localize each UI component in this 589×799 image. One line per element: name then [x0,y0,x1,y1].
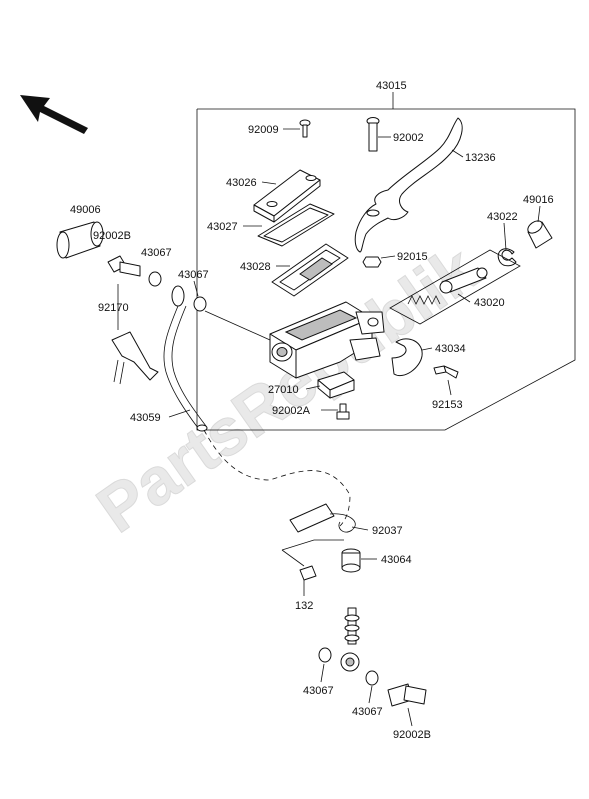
label-92015: 92015 [397,251,428,263]
label-43026: 43026 [226,177,257,189]
label-43027: 43027 [207,221,238,233]
boot-49016 [527,220,553,249]
screw-92009 [299,119,311,138]
lever-13236 [354,117,463,253]
reservoir-cap-43026 [253,169,321,223]
label-43067-low1: 43067 [303,685,334,697]
bolt-132 [299,565,317,581]
label-92170: 92170 [98,302,129,314]
label-92002B-low: 92002B [393,729,431,741]
label-92037: 92037 [372,525,403,537]
master-cylinder-body [269,301,385,379]
pin-92002 [366,117,380,152]
bolt-92002B-low [387,683,427,707]
label-13236: 13236 [465,152,496,164]
leader-132-lower [281,549,305,567]
grommet-43064 [341,548,361,573]
label-43064: 43064 [381,554,412,566]
label-43034: 43034 [435,343,466,355]
label-49016: 49016 [523,194,554,206]
label-43022: 43022 [487,211,518,223]
bolt-92002B-left [107,255,141,277]
snap-ring-43022 [497,248,517,267]
piston-kit-43020 [389,249,521,325]
clamp-wire-92037 [289,503,356,533]
clamp-43034 [391,338,423,376]
lower-banjo-fitting [340,607,360,672]
bolt-92153 [433,365,459,379]
washer-43067-low1 [318,647,332,663]
washer-43067-left [148,271,162,287]
washer-43067-mid [193,296,207,312]
label-92002: 92002 [393,132,424,144]
boot-49006 [56,221,104,259]
label-43067-low2: 43067 [352,706,383,718]
leader-lines [117,92,541,727]
switch-27010 [317,371,355,399]
washer-43067-low2 [365,670,379,686]
label-27010: 27010 [268,384,299,396]
label-92009: 92009 [248,124,279,136]
assembly-frame [196,108,576,431]
hose-43059 [163,285,208,432]
bleeder-92002A [336,403,350,420]
hose-continuation [203,429,351,527]
nut-92015 [362,256,382,268]
label-43059: 43059 [130,412,161,424]
label-43015: 43015 [376,80,407,92]
label-92002A: 92002A [272,405,311,417]
label-43020: 43020 [474,297,505,309]
diaphragm-43028 [271,243,349,297]
label-132: 132 [295,600,313,612]
label-43028: 43028 [240,261,271,273]
clip-92170 [111,331,159,385]
label-43067-left: 43067 [141,247,172,259]
direction-arrow-icon [20,95,88,134]
label-92002B-left: 92002B [93,230,131,242]
label-43067-mid: 43067 [178,269,209,281]
label-92153: 92153 [432,399,463,411]
plate-43027 [257,203,335,247]
label-49006: 49006 [70,204,101,216]
leader-132-upper [281,539,344,551]
